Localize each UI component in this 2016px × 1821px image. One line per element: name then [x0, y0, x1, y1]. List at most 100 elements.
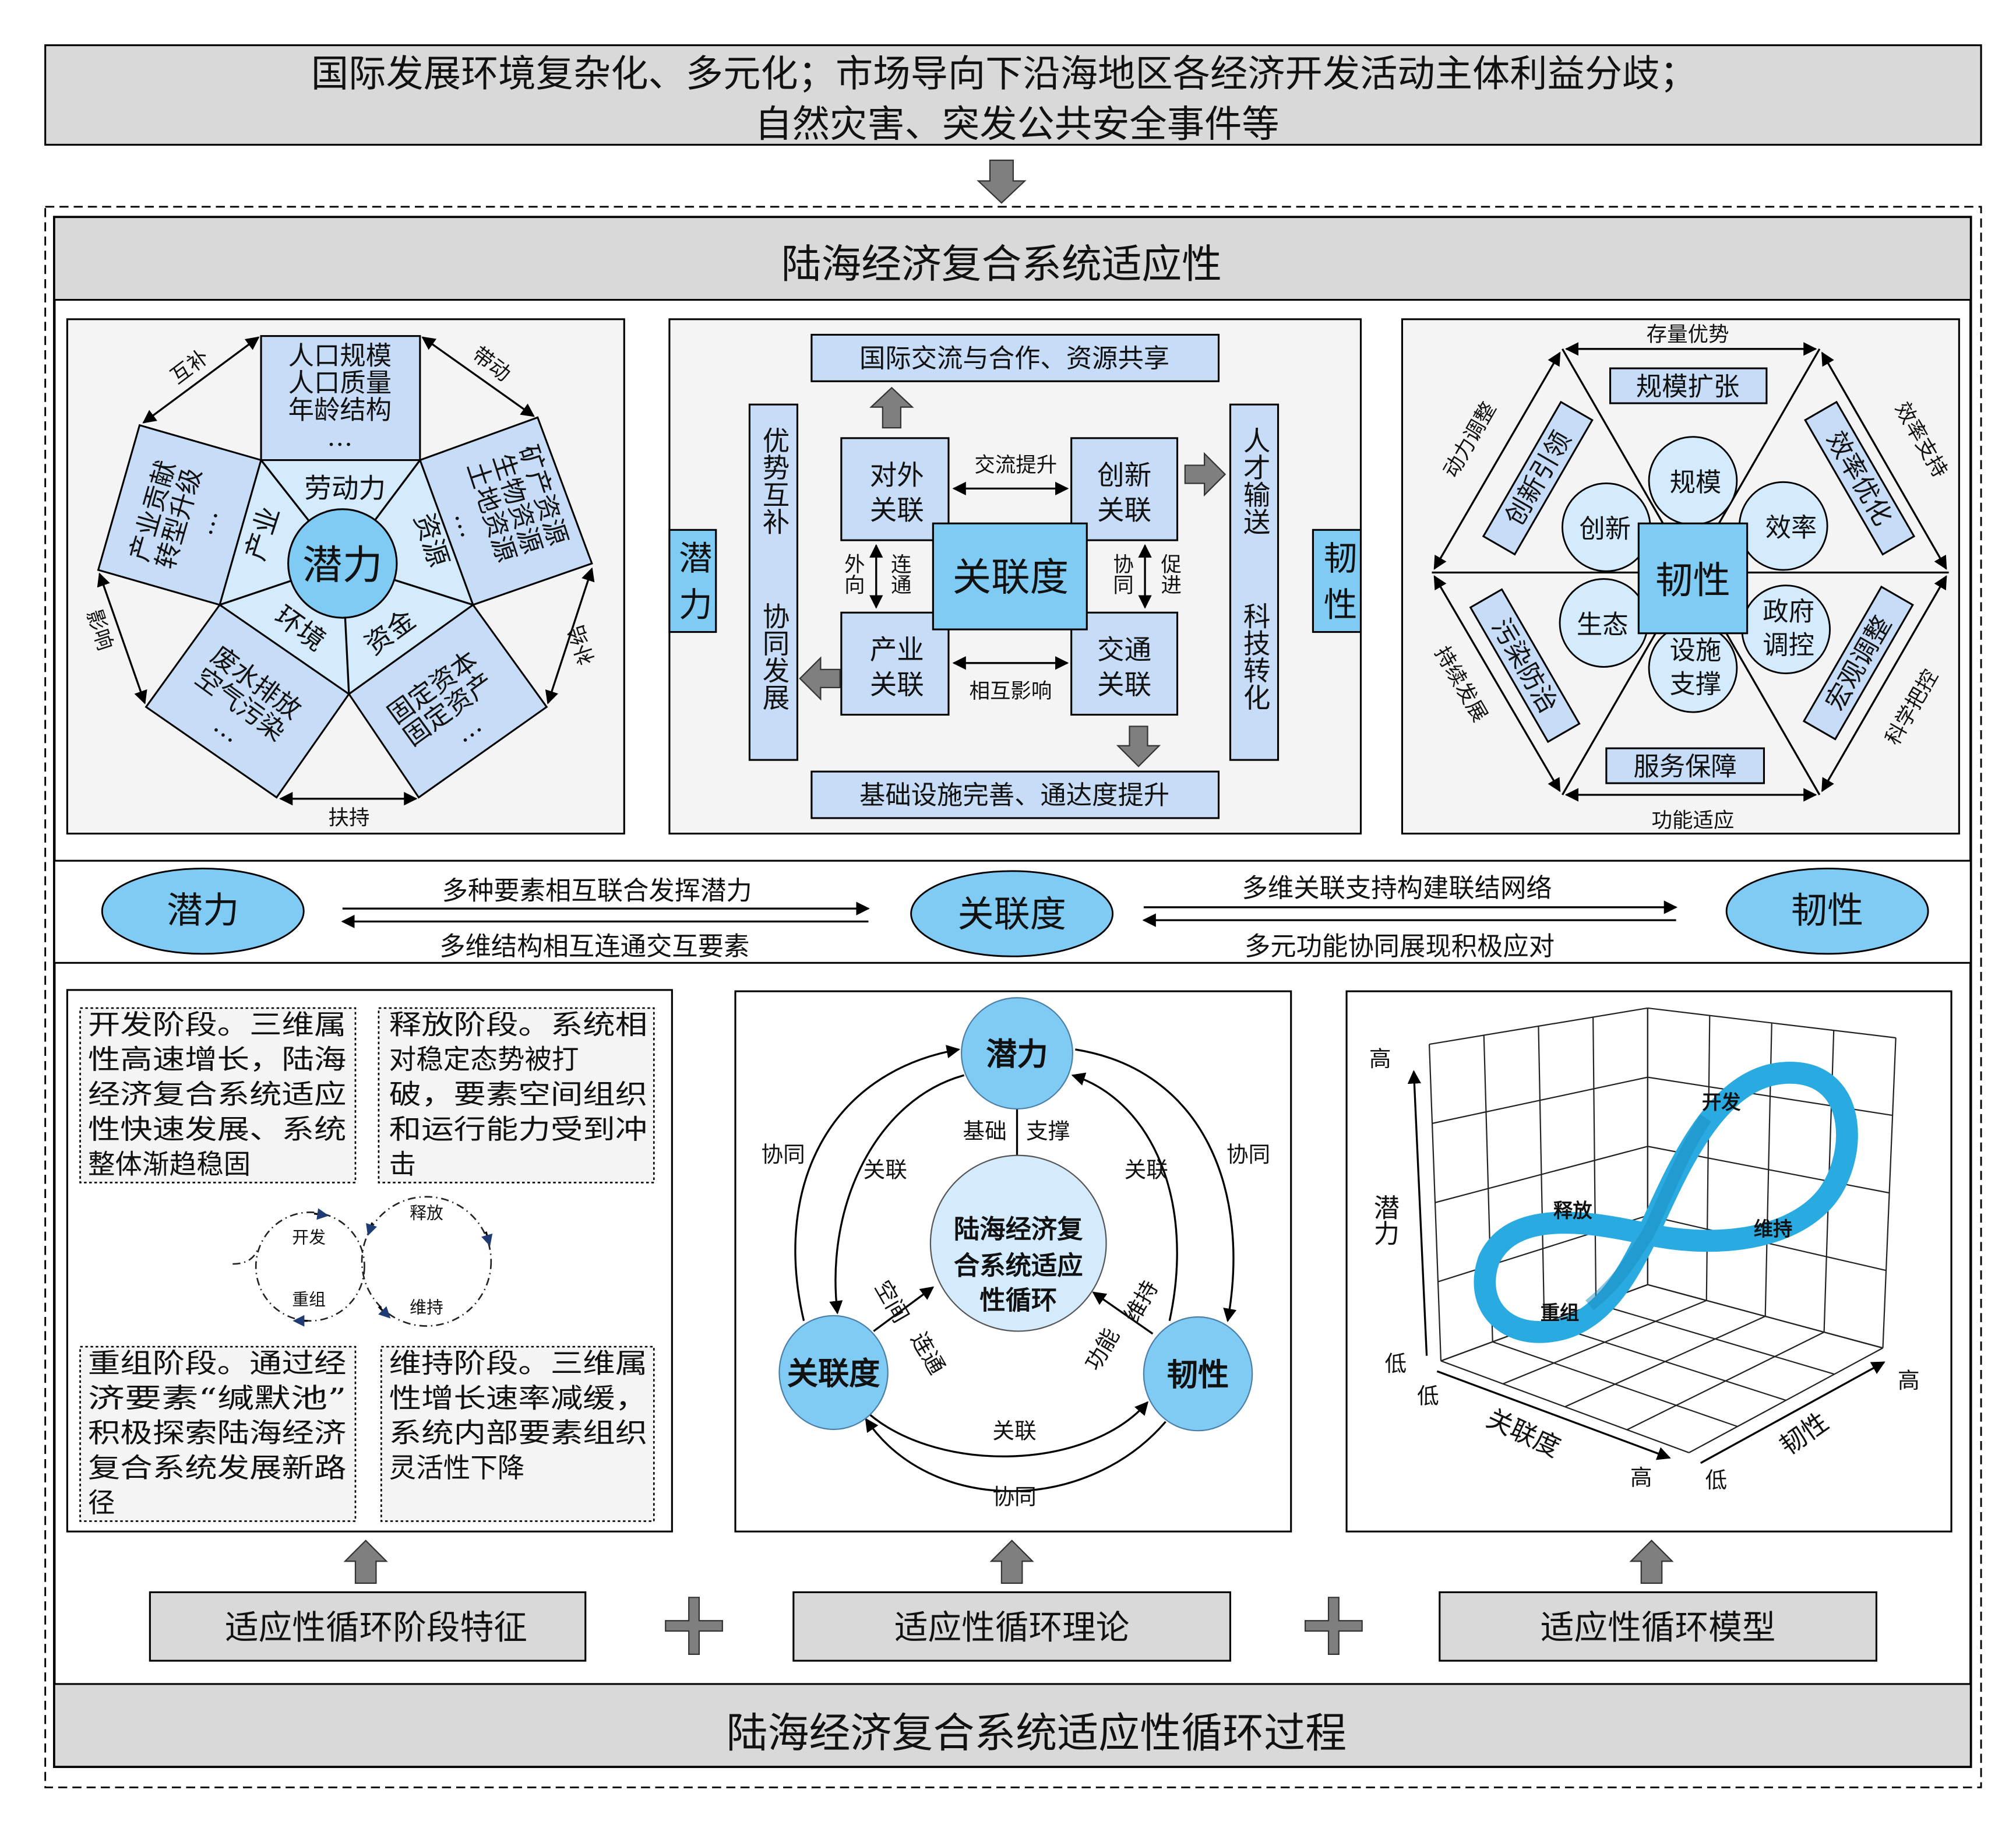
connectivity-core [932, 522, 1088, 631]
potential-panel: 潜力 劳动力 资源 资金 环境 产业 人口规模 人口质量 年龄结构 … 产业贡献… [66, 318, 625, 835]
resilience-tag-label: 韧性 [1318, 540, 1358, 633]
box-text: 人口规模 [288, 341, 392, 371]
stage-description-line: 开发阶段。三维属 [88, 1009, 347, 1040]
transport-node [1070, 611, 1179, 716]
model-panel: 高 潜力 低 低 关联度 高 低 韧性 高 开发 释放 维持 重组 [1345, 990, 1952, 1533]
resilience-panel: 存量优势 效率支持 科学把控 功能适应 持续发展 动力调整 规模扩张 服务保障 … [1401, 318, 1960, 835]
edge-label: 协同 [761, 1142, 805, 1167]
stage-description-line: 经济复合系统适应 [88, 1079, 347, 1110]
plus-icon [1305, 1597, 1363, 1656]
stage-description-line: 积极探索陆海经济 [88, 1417, 347, 1449]
stage-description-line: 击 [389, 1149, 417, 1180]
stage-description-line: 济要素“缄默池” [88, 1382, 347, 1414]
bottom-labels: 适应性循环阶段特征 适应性循环理论 适应性循环模型 [149, 1540, 1877, 1662]
footer-title: 陆海经济复合系统适应性循环过程 [727, 1709, 1347, 1757]
stage-description-line: 重组阶段。通过经 [88, 1347, 347, 1379]
cycle-arrow-icon [366, 1222, 377, 1236]
scale-expansion-box [1609, 367, 1768, 404]
edge-label: 交流提升 [974, 453, 1057, 477]
arrow-left-icon [799, 656, 841, 701]
floor-gridline [1689, 1347, 1884, 1453]
infrastructure-box [810, 770, 1220, 819]
edge-label: 支撑 [1026, 1118, 1070, 1144]
cycle-model-label: 适应性循环模型 [1541, 1607, 1776, 1647]
center-label: 合系统适应 [954, 1251, 1083, 1281]
cycle-model-box [1439, 1591, 1877, 1662]
section-title-bar: 陆海经济复合系统适应性 [53, 216, 1972, 301]
arrow-up-icon [343, 1540, 388, 1584]
potential-core-label: 潜力 [302, 543, 383, 589]
phase-label: 释放 [1553, 1199, 1592, 1222]
edge-label: 基础 [963, 1118, 1006, 1144]
edge-label: 协同 [1110, 553, 1134, 594]
cycle-theory-box [792, 1591, 1232, 1662]
resilience-tag [1312, 529, 1362, 633]
edge-label: 存量优势 [1647, 323, 1729, 347]
link-label: 多种要素相互联合发挥潜力 [442, 876, 752, 906]
external-node [840, 437, 950, 541]
potential-tag [668, 529, 717, 633]
potential-tag-label: 潜力 [673, 540, 713, 633]
node-label: 关联 [870, 669, 924, 700]
stage-description-line: 整体渐趋稳固 [88, 1149, 251, 1180]
theory-panel: 陆海经济复 合系统适应 性循环 潜力 关联度 韧性 协同 关联 关联 协同 基础… [734, 990, 1292, 1533]
petal-label: 调控 [1763, 631, 1814, 660]
right-column-text: 人才输送 [1239, 427, 1271, 535]
exchange-box [810, 333, 1220, 382]
petal-label: 创新 [1579, 515, 1631, 544]
box-text: 人口质量 [288, 368, 392, 398]
cycle-theory-label: 适应性循环理论 [894, 1607, 1130, 1647]
section-title: 陆海经济复合系统适应性 [781, 241, 1222, 288]
left-column-text: 协同发展 [759, 603, 790, 711]
edge-label: 相互影响 [969, 679, 1052, 703]
edge-label: 功能适应 [1652, 808, 1735, 832]
edge-label: 关联 [1125, 1157, 1168, 1182]
petal-label: 效率 [1765, 513, 1817, 543]
edge-label: 协同 [1226, 1142, 1270, 1167]
resilience-axis [1700, 1361, 1885, 1464]
stage-description-line: 系统内部要素组织 [389, 1417, 648, 1449]
header-line-2: 自然灾害、突发公共安全事件等 [755, 103, 1279, 146]
edge-label: 外向 [841, 553, 865, 594]
stage-description-line: 对稳定态势被打 [389, 1044, 579, 1075]
axis-tick-label: 低 [1417, 1383, 1439, 1409]
stage-description-line: 破，要素空间组织 [389, 1079, 648, 1110]
connectivity-node-label: 关联度 [958, 893, 1066, 935]
innovation-node [1070, 437, 1179, 541]
stages-panel: 开发阶段。三维属性高速增长，陆海经济复合系统适应性快速发展、系统整体渐趋稳固释放… [66, 989, 673, 1533]
edge-label: 连通 [887, 553, 911, 594]
arrow-up-icon [1629, 1540, 1674, 1584]
infrastructure-label: 基础设施完善、通达度提升 [859, 781, 1169, 811]
potential-axis [1407, 1070, 1428, 1356]
population-box [260, 335, 421, 462]
header-line-1: 国际发展环境复杂化、多元化；市场导向下沿海地区各经济开发活动主体利益分歧； [311, 52, 1697, 96]
link-label: 多维关联支持构建联结网络 [1242, 873, 1552, 903]
stage-description-line: 性增长速率减缓， [389, 1382, 648, 1414]
connectivity-panel: 国际交流与合作、资源共享 基础设施完善、通达度提升 优势互补 协同发展 人才输送… [668, 318, 1362, 835]
potential-circle [961, 997, 1074, 1110]
axis-tick-label: 高 [1369, 1046, 1391, 1072]
floor-gridline [1595, 1303, 1835, 1375]
cycle-left-loop [255, 1211, 365, 1322]
arrow-up-icon [989, 1540, 1034, 1584]
phase-label: 维持 [1754, 1217, 1793, 1240]
stage-description-line: 径 [88, 1487, 115, 1519]
edge-label: 协同 [992, 1484, 1036, 1510]
cycle-label: 开发 [292, 1228, 326, 1248]
cycle-arrow-icon [481, 1231, 493, 1246]
right-column-box [1229, 403, 1280, 761]
cycle-center [929, 1154, 1107, 1332]
phase-label: 开发 [1702, 1091, 1741, 1114]
ribbon-shade [1585, 1114, 1711, 1311]
petal-label: 生态 [1577, 610, 1629, 640]
stage-description-line: 释放阶段。系统相 [389, 1009, 648, 1040]
industry-node [840, 611, 950, 716]
box-label: 规模扩张 [1636, 372, 1739, 402]
petal-label: 规模 [1670, 468, 1722, 498]
node-label: 创新 [1097, 460, 1151, 491]
stage-description-line: 复合系统发展新路 [88, 1452, 347, 1484]
floor-gridline [1564, 1315, 1766, 1408]
edge-label: 促进 [1158, 553, 1182, 594]
left-wall-gridline [1592, 1017, 1597, 1304]
floor-gridline [1647, 1284, 1883, 1349]
